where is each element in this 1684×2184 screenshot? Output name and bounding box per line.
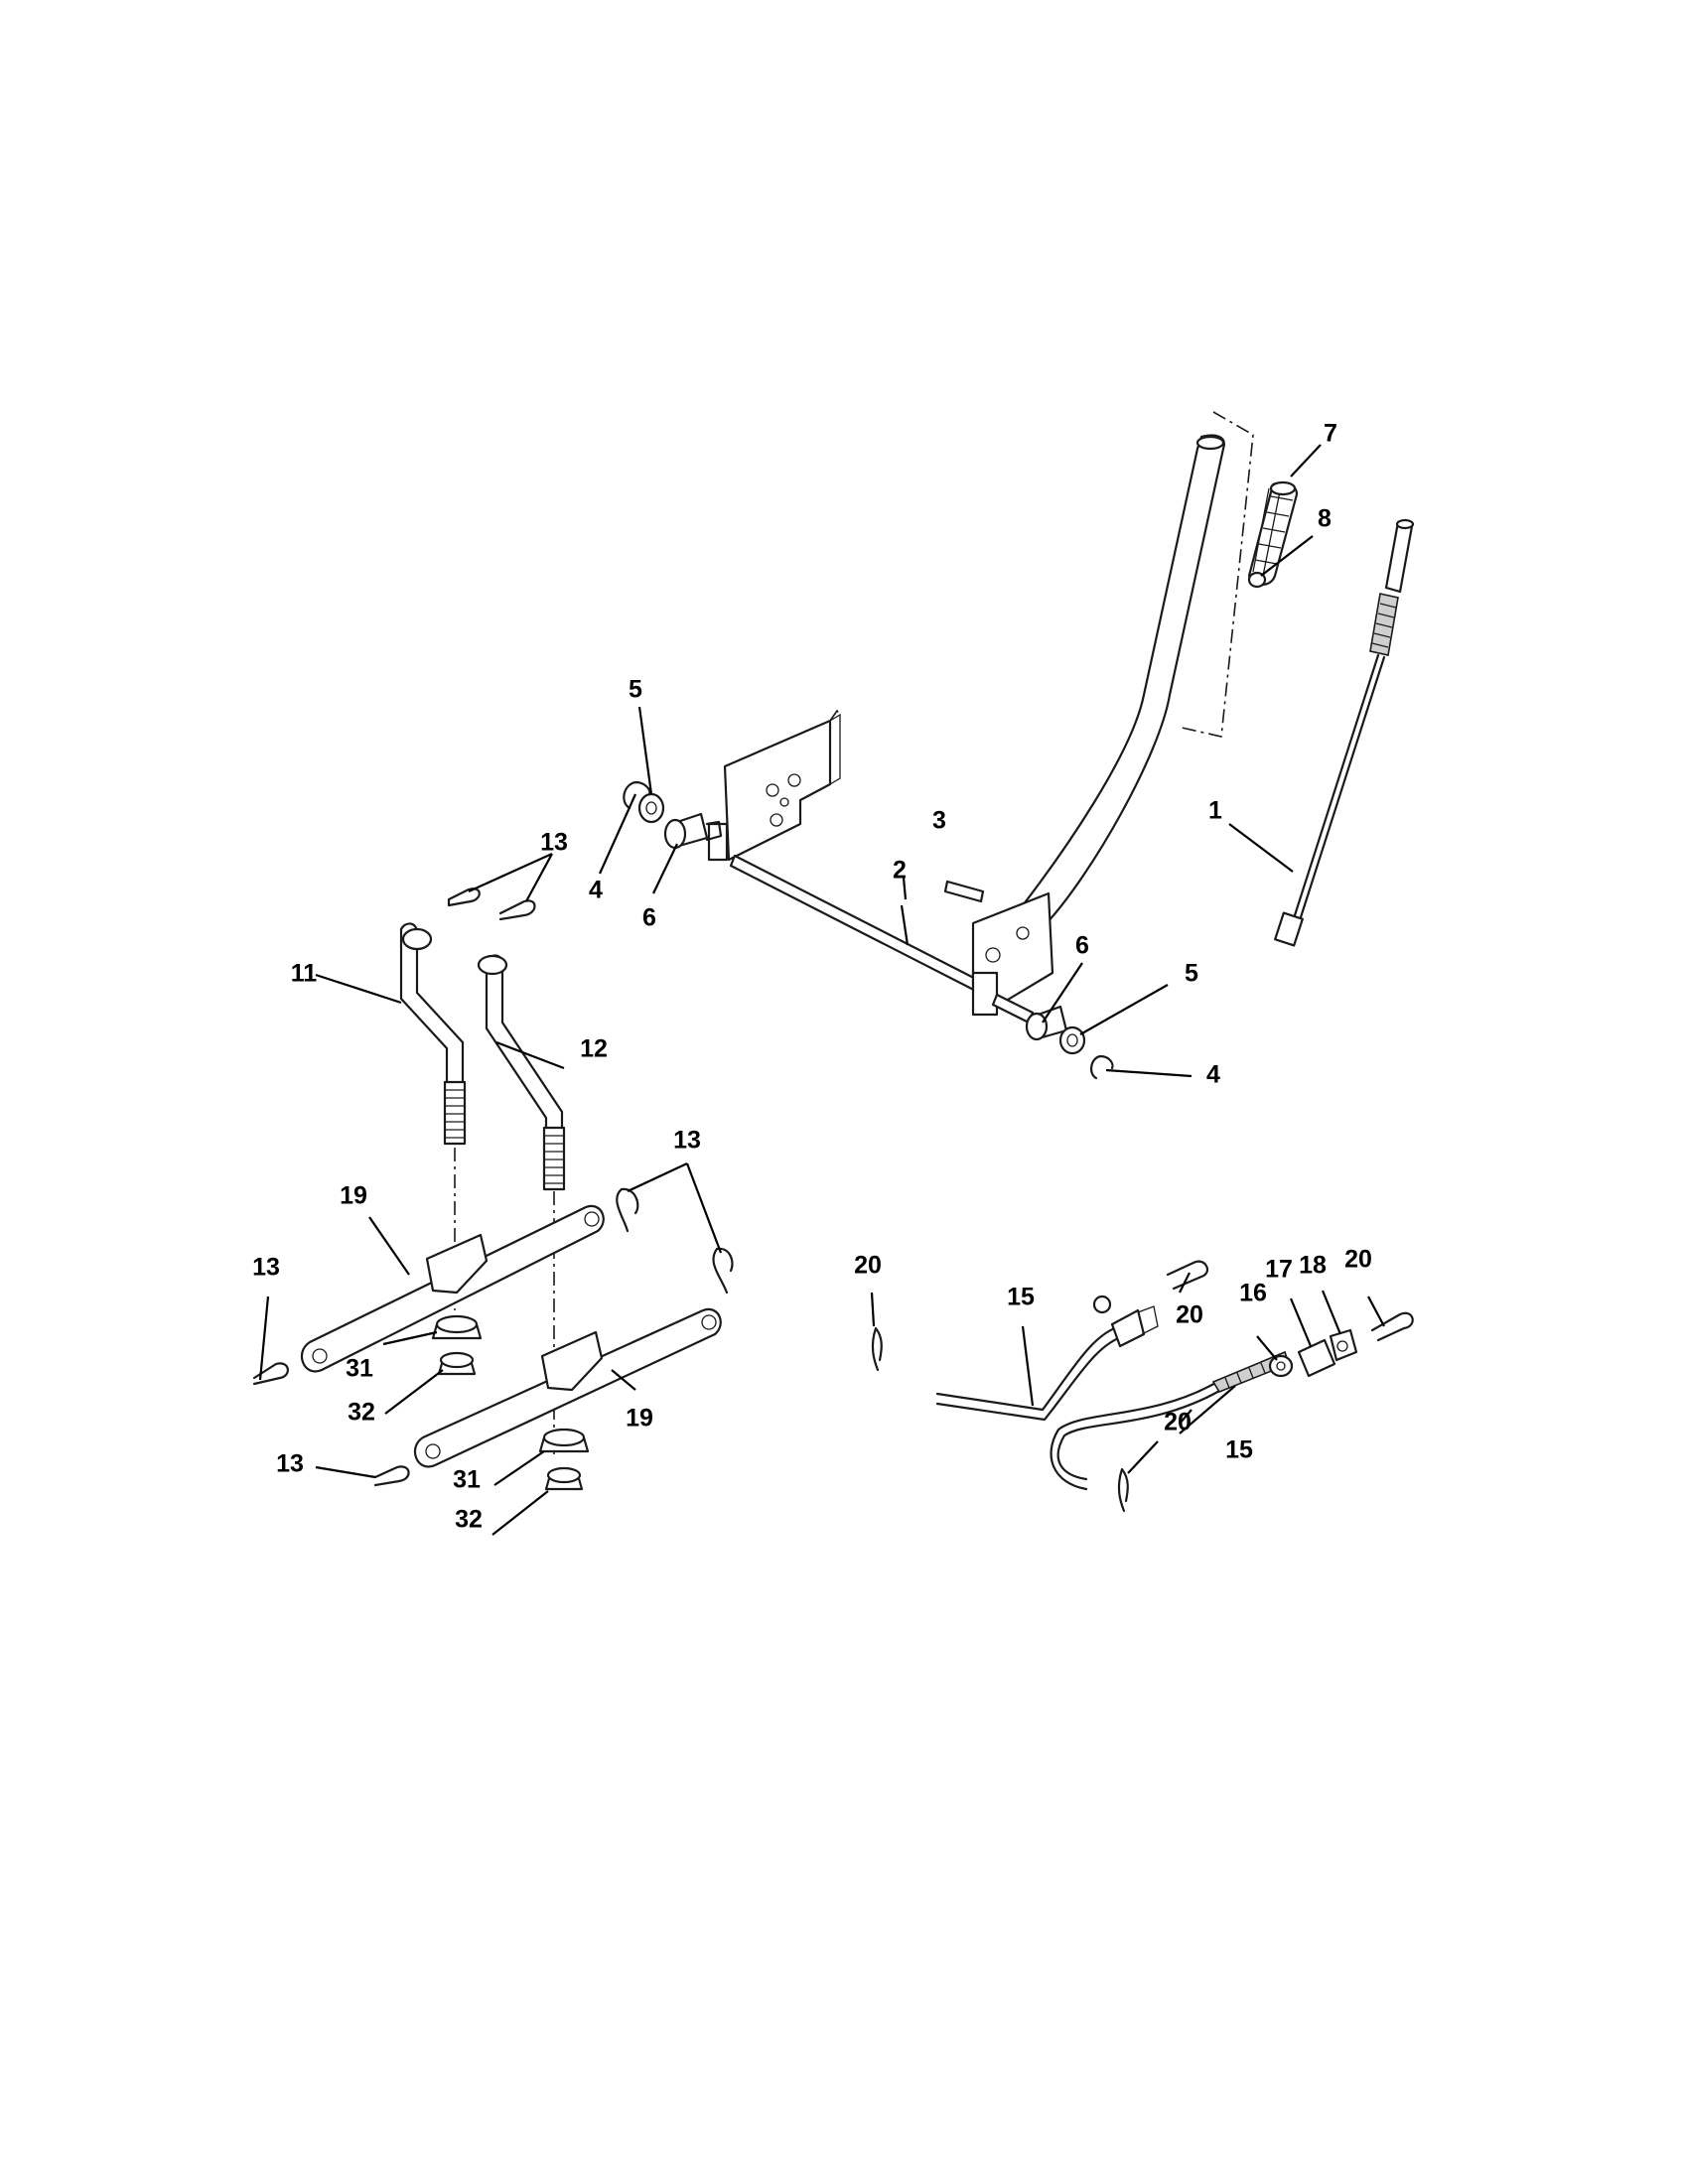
- callout-3: 3: [932, 807, 946, 835]
- callout-13-top: 13: [540, 829, 568, 857]
- callout-20-center: 20: [1176, 1301, 1203, 1329]
- callout-32-lower: 32: [455, 1506, 483, 1534]
- callout-5-left: 5: [629, 676, 642, 704]
- callout-5-right: 5: [1185, 960, 1198, 988]
- pivot-bracket: [707, 709, 841, 862]
- callout-labels: 7 8 1 5 3 2 4 6 6 5 4 13 11 12 13 19 13 …: [252, 420, 1372, 1534]
- callout-13-left: 13: [252, 1254, 280, 1282]
- callout-13-mid: 13: [673, 1127, 701, 1155]
- callout-7: 7: [1324, 420, 1337, 448]
- cotter-pins-20: [871, 1260, 1414, 1513]
- callout-19-upper: 19: [340, 1182, 367, 1210]
- callout-4-left: 4: [589, 877, 603, 904]
- lift-link-11: [399, 922, 467, 1146]
- handle-grip: [1247, 480, 1299, 587]
- callout-32-upper: 32: [348, 1399, 375, 1427]
- callout-19-lower: 19: [626, 1405, 653, 1433]
- spacers-and-nuts: [431, 1314, 590, 1491]
- callout-16: 16: [1239, 1280, 1267, 1307]
- latch-rod: [1274, 518, 1415, 947]
- callout-15-lower: 15: [1225, 1436, 1253, 1464]
- callout-17: 17: [1265, 1256, 1293, 1284]
- callout-20-left: 20: [854, 1252, 882, 1280]
- cross-shaft: [729, 854, 1054, 1024]
- callout-11: 11: [291, 960, 318, 988]
- callout-4-right: 4: [1206, 1061, 1220, 1089]
- nut-part-8: [1247, 571, 1267, 589]
- callout-1: 1: [1208, 797, 1222, 825]
- callout-12: 12: [580, 1035, 608, 1063]
- lift-handle: [1021, 434, 1225, 925]
- lift-link-12: [477, 954, 566, 1191]
- callout-31-lower: 31: [453, 1466, 481, 1494]
- key-part-3: [943, 880, 985, 903]
- lift-arm-19-upper: [300, 1204, 605, 1373]
- right-pivot-hardware: [1025, 1005, 1114, 1080]
- callout-15-upper: 15: [1007, 1284, 1035, 1311]
- callout-31-upper: 31: [346, 1355, 373, 1383]
- lift-arm-19-lower: [413, 1307, 722, 1468]
- trunnion-hardware: [1268, 1328, 1358, 1378]
- callout-6-left: 6: [642, 904, 656, 932]
- callout-20-right: 20: [1344, 1246, 1372, 1274]
- hairpin-clips-13: [252, 887, 734, 1487]
- callout-6-right: 6: [1075, 932, 1089, 960]
- callout-8: 8: [1318, 505, 1332, 533]
- callout-18: 18: [1299, 1252, 1327, 1280]
- callout-2: 2: [893, 857, 907, 885]
- left-pivot-hardware: [623, 780, 723, 850]
- leader-lines: [258, 444, 1385, 1536]
- adjuster-rod-15-upper: [935, 1295, 1159, 1422]
- callout-13-bottom: 13: [276, 1450, 304, 1478]
- callout-20-bottom: 20: [1164, 1409, 1192, 1436]
- handle-extension-outline: [1177, 411, 1254, 738]
